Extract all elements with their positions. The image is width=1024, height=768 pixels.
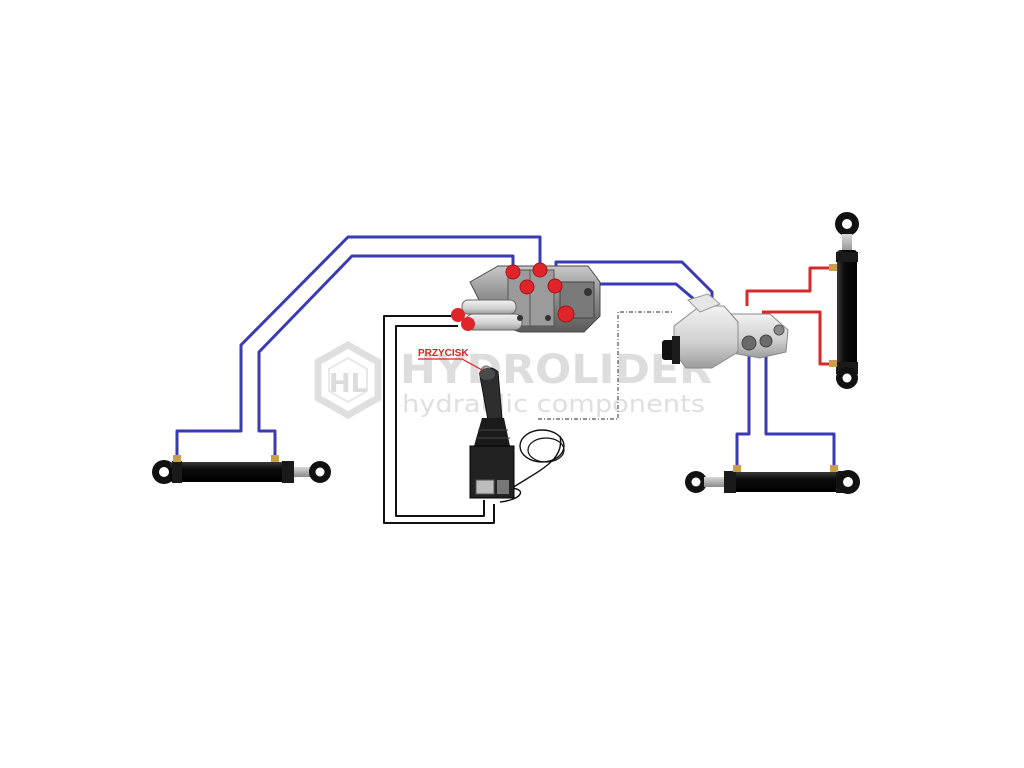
vertical-hydraulic-cylinder-icon [829,212,859,389]
electric-signal-line [538,311,672,420]
hose-solenoid-vertical-cylinder-b [762,310,833,366]
logo-letters: HL [329,369,367,399]
wire-joystick-valve-outer [383,315,495,524]
two-section-directional-valve-icon [451,262,601,333]
button-callout-leader [418,358,483,371]
hose-left-cylinder-a [175,235,542,458]
joystick-wires [383,315,495,524]
watermark: HL HYDROLIDER hydraulic components [314,340,712,420]
watermark-brand: HYDROLIDER [400,347,712,393]
right-cylinder [685,465,860,494]
joystick-with-button-icon [469,365,565,503]
wire-joystick-valve-inner [395,325,485,517]
hose-solenoid-right-cylinder-b [764,350,836,466]
red-hoses [745,266,833,366]
solenoid-valve [662,293,789,369]
horizontal-hydraulic-cylinder-icon [685,465,860,494]
hose-solenoid-right-cylinder-a [735,350,751,466]
button-label: PRZYCISK [418,348,469,359]
horizontal-hydraulic-cylinder-icon [152,455,331,484]
left-cylinder [152,455,331,484]
button-callout: PRZYCISK [418,348,483,371]
hose-left-cylinder-b [257,254,515,458]
przycisk-button [480,365,491,371]
solenoid-diverter-valve-icon [662,293,789,369]
hose-solenoid-vertical-cylinder-a [745,266,833,306]
hose-valve-solenoid-a [554,260,714,298]
hydrolider-logo-icon: HL [314,340,382,420]
vertical-cylinder [829,212,859,389]
joystick [469,365,565,503]
control-valve [451,262,601,333]
watermark-tagline: hydraulic components [402,390,705,418]
